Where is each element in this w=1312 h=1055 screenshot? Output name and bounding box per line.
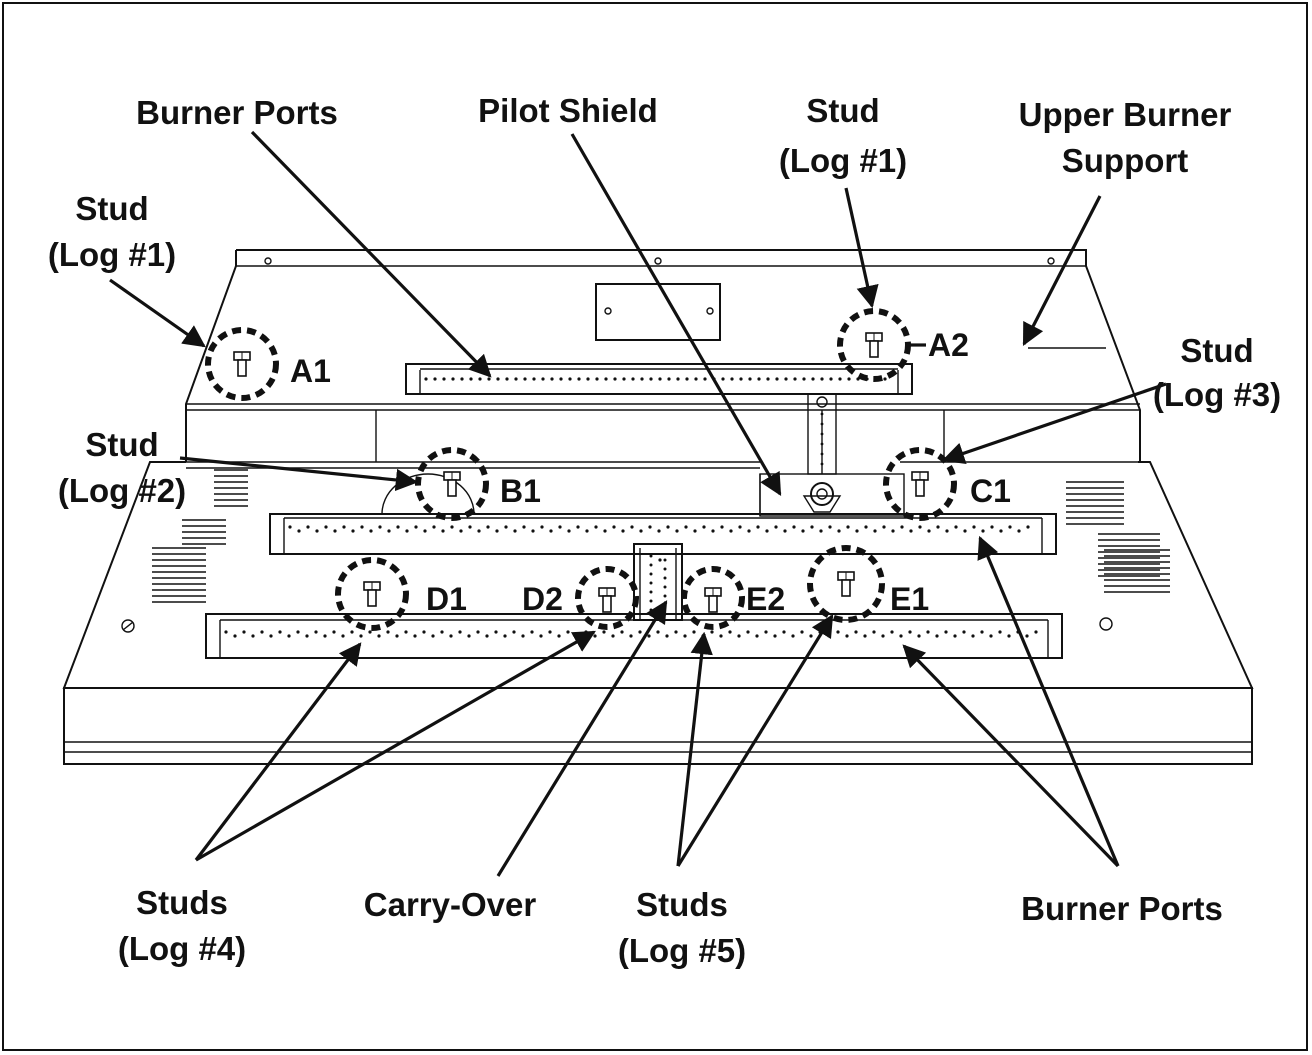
stud-highlight-circles <box>205 308 957 631</box>
leader-burner-ports-bottom-a <box>902 644 1120 868</box>
stud-circle-e1 <box>807 545 885 623</box>
stud-id-c1: C1 <box>970 473 1011 509</box>
stud-id-d2: D2 <box>522 581 563 617</box>
leader-lines <box>109 130 1167 877</box>
leader-upper-support <box>1022 195 1102 346</box>
stud-bolt-icon <box>704 587 722 613</box>
stud-bolt-icon <box>363 581 381 607</box>
callout-labels: Burner Ports Pilot Shield Stud (Log #1) … <box>48 92 1281 969</box>
stud-circle-a2 <box>837 308 911 382</box>
label-burner-ports-bottom: Burner Ports <box>1021 890 1223 927</box>
stud-circle-d2 <box>575 566 639 630</box>
stud-bolt-icon <box>443 471 461 497</box>
stud-id-a1: A1 <box>290 353 331 389</box>
label-stud-c1-line1: Stud <box>1180 332 1253 369</box>
leader-stud-b1 <box>179 456 419 492</box>
leader-stud-a2 <box>844 187 879 309</box>
stud-bolts <box>233 332 929 613</box>
label-stud-c1-line2: (Log #3) <box>1153 376 1281 413</box>
label-stud-a2-line2: (Log #1) <box>779 142 907 179</box>
stud-bolt-icon <box>233 351 251 377</box>
label-stud-b1-line2: (Log #2) <box>58 472 186 509</box>
label-carry-over: Carry-Over <box>364 886 537 923</box>
stud-circle-a1 <box>205 327 279 401</box>
stud-circle-c1 <box>883 447 957 521</box>
label-pilot-shield: Pilot Shield <box>478 92 658 129</box>
stud-id-e1: E1 <box>890 581 929 617</box>
stud-id-labels: A1 A2 B1 C1 D1 D2 E2 E1 <box>290 327 1011 617</box>
stud-bolt-icon <box>865 332 883 358</box>
stud-id-d1: D1 <box>426 581 467 617</box>
stud-id-a2: A2 <box>928 327 969 363</box>
leader-stud-a1 <box>109 278 206 348</box>
leader-studs-log5-b <box>676 614 834 867</box>
leader-stud-c1 <box>941 382 1167 465</box>
label-stud-a1-line1: Stud <box>75 190 148 227</box>
stud-id-b1: B1 <box>500 473 541 509</box>
label-upper-support-line1: Upper Burner <box>1019 96 1232 133</box>
leader-pilot-shield <box>570 133 782 496</box>
stud-circle-e2 <box>681 566 745 630</box>
label-studs-log5-line2: (Log #5) <box>618 932 746 969</box>
label-upper-support-line2: Support <box>1062 142 1188 179</box>
label-burner-ports-top: Burner Ports <box>136 94 338 131</box>
label-studs-log4-line2: (Log #4) <box>118 930 246 967</box>
stud-bolt-icon <box>837 571 855 597</box>
leader-burner-ports-bottom-b <box>977 535 1120 867</box>
label-stud-a2-line1: Stud <box>806 92 879 129</box>
fireplace-unit <box>62 249 1254 765</box>
stud-bolt-icon <box>598 587 616 613</box>
leader-burner-ports-top <box>250 130 492 378</box>
stud-bolt-icon <box>911 471 929 497</box>
stud-circle-d1 <box>335 557 409 631</box>
leader-studs-log5-a <box>676 631 713 867</box>
label-studs-log4-line1: Studs <box>136 884 228 921</box>
stud-id-e2: E2 <box>746 581 785 617</box>
label-studs-log5-line1: Studs <box>636 886 728 923</box>
label-stud-a1-line2: (Log #1) <box>48 236 176 273</box>
leader-studs-log4-b <box>195 630 596 862</box>
leader-studs-log4-a <box>194 642 362 861</box>
label-stud-b1-line1: Stud <box>85 426 158 463</box>
vent-louvers <box>152 469 1170 603</box>
leader-carry-over <box>496 600 668 877</box>
